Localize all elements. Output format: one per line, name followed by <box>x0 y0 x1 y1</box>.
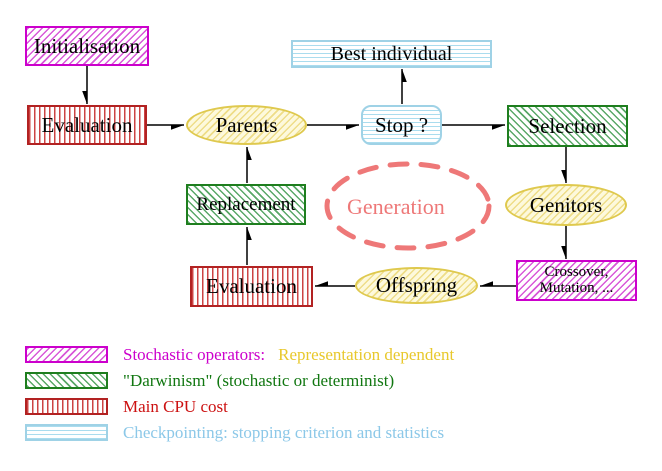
legend-row-checkpointing: Checkpointing: stopping criterion and st… <box>25 422 444 443</box>
legend-row-cpu-cost: Main CPU cost <box>25 396 228 417</box>
legend-label-checkpointing: Checkpointing: stopping criterion and st… <box>123 422 445 442</box>
node-initialisation: Initialisation <box>25 26 149 66</box>
legend-label-darwinism: "Darwinism" (stochastic or determinist) <box>123 370 395 390</box>
legend-label-representation: Representation dependent <box>278 344 455 364</box>
crossover-line2: Mutation, ... <box>539 279 614 296</box>
red-vertical-stripes-swatch <box>25 398 108 415</box>
crossover-line1: Crossover, <box>544 263 609 280</box>
legend-label-stochastic: Stochastic operators: <box>123 344 266 364</box>
legend-row-darwinism: "Darwinism" (stochastic or determinist) <box>25 370 394 391</box>
legend-row-stochastic: Stochastic operators: Representation dep… <box>25 344 454 365</box>
legend-label-cpu-cost: Main CPU cost <box>123 396 228 416</box>
node-crossover-mutation: Crossover, Mutation, ... <box>516 260 637 301</box>
magenta-diagonal-hatch-swatch <box>25 346 108 363</box>
node-selection: Selection <box>507 105 628 147</box>
node-evaluation-bottom: Evaluation <box>190 266 313 307</box>
green-diagonal-hatch-swatch <box>25 372 108 389</box>
generation-label: Generation <box>347 194 445 219</box>
node-evaluation-top: Evaluation <box>27 105 147 145</box>
node-best-individual: Best individual <box>291 40 492 68</box>
node-genitors: Genitors <box>505 184 627 226</box>
cyan-horizontal-lines-swatch <box>25 424 108 441</box>
node-parents: Parents <box>186 105 307 145</box>
node-replacement: Replacement <box>186 184 306 225</box>
node-offspring: Offspring <box>355 267 478 304</box>
node-stop: Stop ? <box>361 105 442 145</box>
